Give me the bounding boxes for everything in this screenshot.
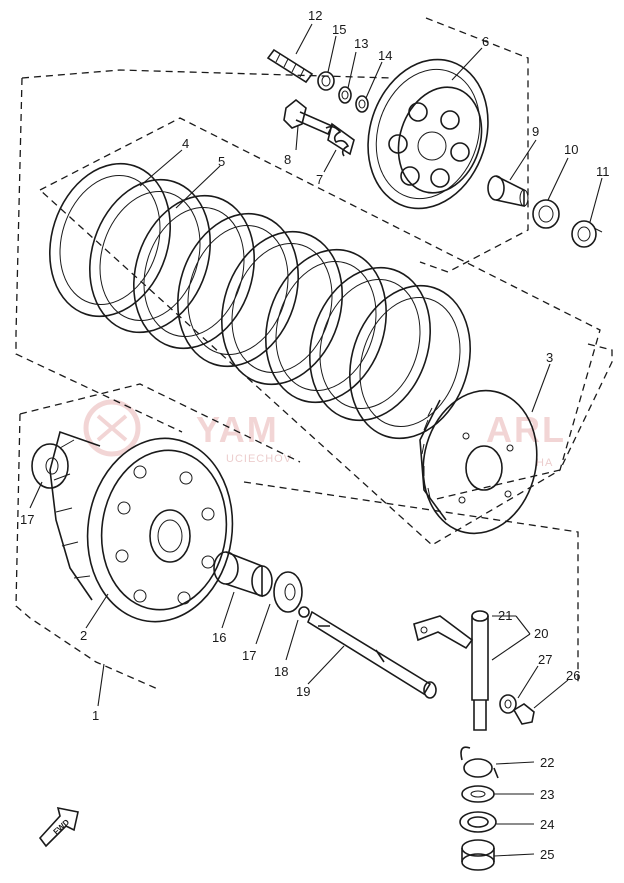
callout-11: 11 [596, 164, 610, 179]
part-26-bolt [512, 703, 535, 725]
callout-27: 27 [538, 652, 552, 667]
callout-6: 6 [482, 34, 489, 49]
part-6-pressure-plate [367, 58, 489, 210]
part-21-push-lever [413, 610, 489, 731]
callout-25: 25 [540, 847, 554, 862]
part-8-bolt [283, 98, 334, 136]
callout-1: 1 [92, 708, 99, 723]
part-7-spring [325, 122, 355, 157]
assembly-box-housing [15, 383, 301, 691]
callout-8: 8 [284, 152, 291, 167]
part-22-spring [460, 746, 499, 779]
callout-17b: 17 [242, 648, 256, 663]
part-19-push-rod [307, 610, 437, 699]
watermark-brand-tail: ARL [486, 409, 566, 450]
part-2-clutch-housing [49, 430, 234, 623]
part-13-washer [338, 86, 352, 104]
fwd-arrow-icon: FWD [38, 806, 79, 848]
callout-18: 18 [274, 664, 288, 679]
callout-22: 22 [540, 755, 554, 770]
callout-9: 9 [532, 124, 539, 139]
clutch-plate [349, 284, 471, 440]
part-17-washer-right [273, 571, 303, 613]
callout-19: 19 [296, 684, 310, 699]
part-15-collar [317, 71, 335, 91]
part-24-oil-seal [459, 811, 497, 833]
part-16-sleeve [213, 551, 273, 598]
friction-plate [49, 162, 171, 318]
clutch-plate [177, 212, 299, 368]
part-23-washer [461, 785, 495, 803]
callout-20: 20 [534, 626, 548, 641]
part-14-ring [355, 95, 369, 113]
callout-3: 3 [546, 350, 553, 365]
callout-16: 16 [212, 630, 226, 645]
callout-17a: 17 [20, 512, 34, 527]
friction-plate [133, 194, 255, 350]
clutch-plate [265, 248, 387, 404]
part-18-ball [298, 606, 310, 618]
callout-5: 5 [218, 154, 225, 169]
callout-24: 24 [540, 817, 554, 832]
watermark: YAM ARL UCIECHOV HA [83, 399, 566, 469]
friction-plate [309, 266, 431, 422]
callout-2: 2 [80, 628, 87, 643]
assembly-box-top [419, 17, 529, 273]
leader-lines [29, 23, 603, 857]
part-3-clutch-boss [419, 389, 538, 535]
watermark-logo [83, 399, 141, 457]
part-12-pin [266, 48, 314, 84]
clutch-plate-stack [49, 162, 471, 440]
assembly-box-shaft [243, 481, 579, 684]
watermark-sub-right: HA [536, 457, 553, 469]
clutch-plate [89, 178, 211, 334]
part-9-push-rod [487, 175, 529, 207]
callout-14: 14 [378, 48, 392, 63]
callout-4: 4 [182, 136, 189, 151]
callout-23: 23 [540, 787, 554, 802]
friction-plate [221, 230, 343, 386]
watermark-brand: YAM [196, 409, 279, 450]
callout-15: 15 [332, 22, 346, 37]
watermark-sub-left: UCIECHOV [226, 453, 292, 465]
callout-12: 12 [308, 8, 322, 23]
part-27-washer [499, 694, 517, 714]
part-11-lock-washer [571, 220, 603, 248]
callout-labels: 12 15 13 14 6 8 7 9 10 11 4 5 3 17 2 1 1… [20, 8, 610, 862]
callout-26: 26 [566, 668, 580, 683]
callout-10: 10 [564, 142, 578, 157]
part-25-bearing [461, 839, 495, 871]
callout-13: 13 [354, 36, 368, 51]
callout-7: 7 [316, 172, 323, 187]
assembly-box-plates [39, 117, 601, 546]
part-10-nut [532, 199, 560, 229]
part-17-thrust-washer-left [31, 443, 69, 489]
callout-21: 21 [498, 608, 512, 623]
